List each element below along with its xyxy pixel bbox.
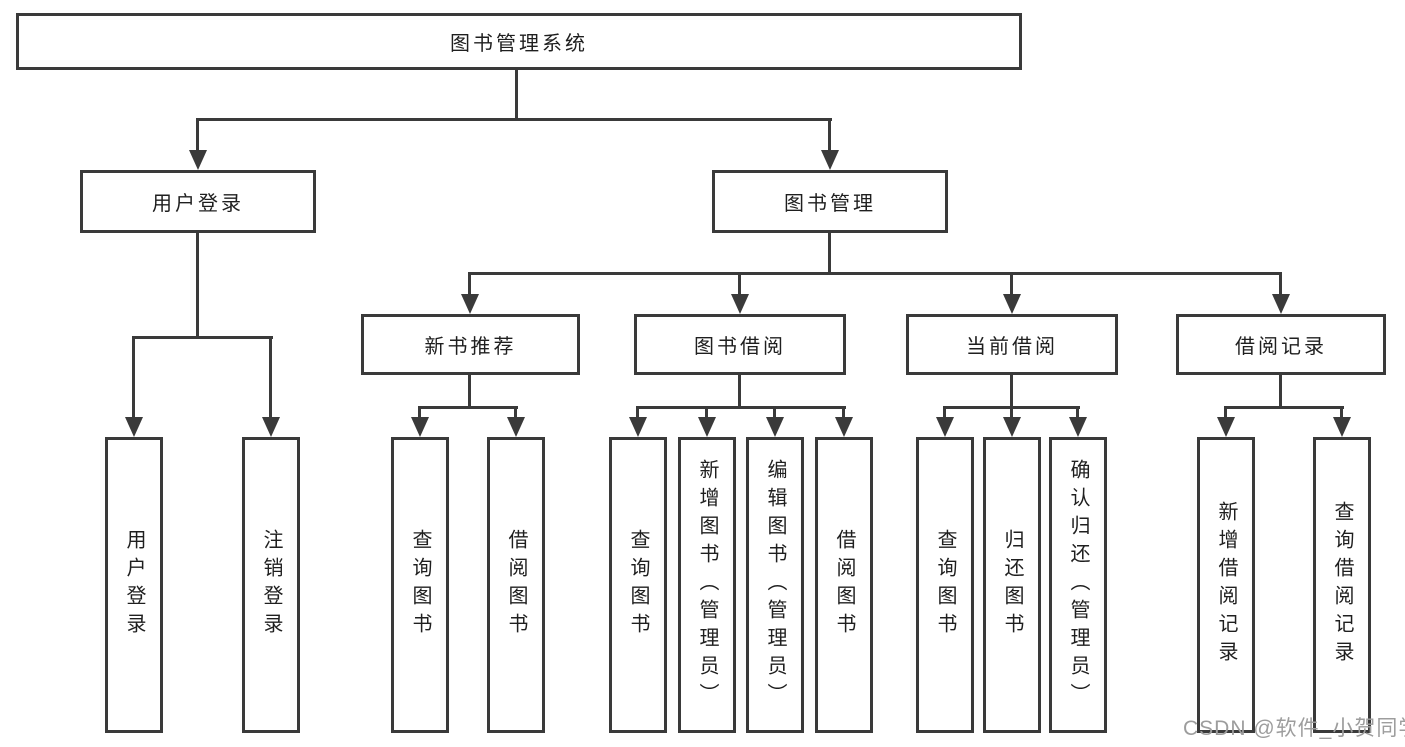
arrow-down-icon [821, 150, 839, 170]
node-label: 查询图书 [934, 529, 956, 641]
connector-line [468, 272, 471, 296]
arrow-down-icon [507, 417, 525, 437]
leaf-logout: 注销登录 [242, 437, 300, 733]
connector-line [842, 406, 845, 420]
connector-line [1279, 375, 1282, 409]
node-label: 借阅图书 [505, 529, 527, 641]
connector-line [1224, 406, 1227, 420]
leaf-confirm-return-admin: 确认归还（管理员） [1049, 437, 1107, 733]
connector-line [418, 406, 421, 420]
node-book-borrowing: 图书借阅 [634, 314, 846, 375]
connector-line [636, 406, 639, 420]
leaf-query-books-recommend: 查询图书 [391, 437, 449, 733]
connector-line [1010, 406, 1013, 420]
node-borrowing-records: 借阅记录 [1176, 314, 1386, 375]
connector-line [196, 233, 199, 338]
connector-line [196, 118, 199, 152]
node-label: 图书借阅 [694, 336, 786, 358]
node-label: 新增借阅记录 [1215, 501, 1237, 669]
node-label: 归还图书 [1001, 529, 1023, 641]
node-label: 借阅记录 [1235, 336, 1327, 358]
arrow-down-icon [189, 150, 207, 170]
arrow-down-icon [1217, 417, 1235, 437]
node-label: 图书管理系统 [450, 33, 588, 55]
node-label: 查询借阅记录 [1331, 501, 1353, 669]
connector-line [828, 233, 831, 274]
node-library-management-system: 图书管理系统 [16, 13, 1022, 70]
connector-line [636, 406, 846, 409]
arrow-down-icon [835, 417, 853, 437]
arrow-down-icon [698, 417, 716, 437]
node-current-borrowing: 当前借阅 [906, 314, 1118, 375]
node-label: 编辑图书（管理员） [764, 459, 786, 711]
arrow-down-icon [1272, 294, 1290, 314]
connector-line [705, 406, 708, 420]
node-label: 当前借阅 [966, 336, 1058, 358]
connector-line [468, 375, 471, 409]
connector-line [1224, 406, 1344, 409]
connector-line [132, 336, 135, 419]
leaf-borrow-books-borrowing: 借阅图书 [815, 437, 873, 733]
leaf-user-login: 用户登录 [105, 437, 163, 733]
arrow-down-icon [629, 417, 647, 437]
leaf-borrow-books-recommend: 借阅图书 [487, 437, 545, 733]
connector-line [418, 406, 518, 409]
arrow-down-icon [1003, 294, 1021, 314]
node-label: 确认归还（管理员） [1067, 459, 1089, 711]
node-label: 新增图书（管理员） [696, 459, 718, 711]
connector-line [738, 375, 741, 409]
connector-line [269, 336, 272, 419]
connector-line [132, 336, 273, 339]
leaf-query-books-borrowing: 查询图书 [609, 437, 667, 733]
node-label: 查询图书 [409, 529, 431, 641]
leaf-query-books-current: 查询图书 [916, 437, 974, 733]
node-label: 用户登录 [152, 193, 244, 215]
connector-line [1010, 272, 1013, 296]
leaf-add-book-admin: 新增图书（管理员） [678, 437, 736, 733]
arrow-down-icon [766, 417, 784, 437]
arrow-down-icon [125, 417, 143, 437]
node-book-management: 图书管理 [712, 170, 948, 233]
connector-line [1279, 272, 1282, 296]
connector-line [468, 272, 1282, 275]
connector-line [515, 70, 518, 120]
arrow-down-icon [1003, 417, 1021, 437]
connector-line [196, 118, 832, 121]
node-label: 新书推荐 [424, 336, 517, 358]
node-label: 借阅图书 [833, 529, 855, 641]
node-label: 用户登录 [123, 529, 145, 641]
node-label: 图书管理 [784, 193, 876, 215]
arrow-down-icon [262, 417, 280, 437]
leaf-add-borrow-record: 新增借阅记录 [1197, 437, 1255, 733]
connector-line [514, 406, 517, 420]
connector-line [943, 406, 946, 420]
node-user-login: 用户登录 [80, 170, 316, 233]
connector-line [1010, 375, 1013, 409]
arrow-down-icon [461, 294, 479, 314]
connector-line [773, 406, 776, 420]
leaf-return-book: 归还图书 [983, 437, 1041, 733]
arrow-down-icon [1333, 417, 1351, 437]
connector-line [828, 118, 831, 152]
leaf-query-borrow-record: 查询借阅记录 [1313, 437, 1371, 733]
arrow-down-icon [731, 294, 749, 314]
connector-line [1076, 406, 1079, 420]
connector-line [1340, 406, 1343, 420]
connector-line [738, 272, 741, 296]
node-new-book-recommend: 新书推荐 [361, 314, 580, 375]
leaf-edit-book-admin: 编辑图书（管理员） [746, 437, 804, 733]
node-label: 注销登录 [260, 529, 282, 641]
arrow-down-icon [411, 417, 429, 437]
watermark: CSDN @软件_小贺同学 [1183, 717, 1405, 740]
arrow-down-icon [1069, 417, 1087, 437]
arrow-down-icon [936, 417, 954, 437]
node-label: 查询图书 [627, 529, 649, 641]
